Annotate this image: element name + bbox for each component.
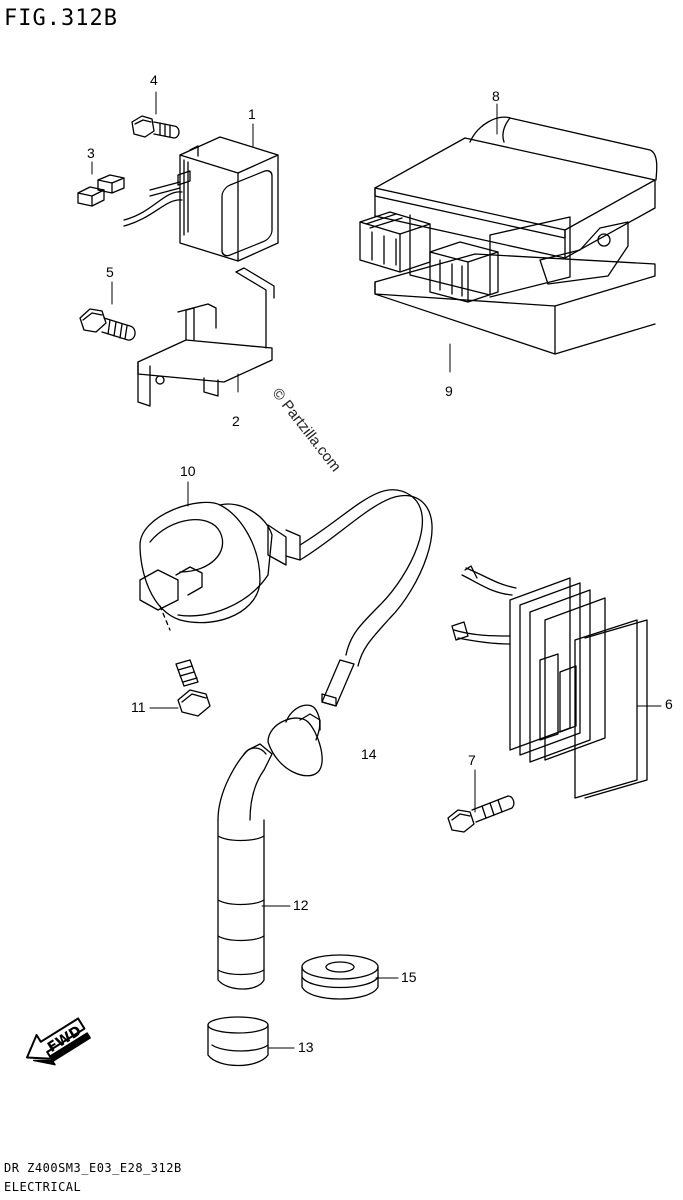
- callout-5: 5: [106, 264, 114, 280]
- bolt-5: [79, 308, 136, 341]
- callout-6: 6: [665, 696, 673, 712]
- callout-2: 2: [232, 413, 240, 429]
- fwd-arrow-icon: [26, 1017, 91, 1066]
- bolt-11: [175, 659, 211, 717]
- ignitor-unit-8: [359, 116, 658, 303]
- plug-boot: [267, 704, 323, 777]
- ignition-coil-10: [139, 501, 301, 631]
- callout-14: 14: [361, 746, 377, 762]
- seal-15: [301, 954, 379, 1000]
- regulator-rectifier-6: [451, 565, 648, 799]
- high-tension-cord-14: [299, 489, 433, 707]
- relay-bracket-2: [137, 267, 275, 407]
- callout-9: 9: [445, 383, 453, 399]
- callout-12: 12: [293, 897, 309, 913]
- callout-10: 10: [180, 463, 196, 479]
- callout-7: 7: [468, 752, 476, 768]
- leader-lines: [91, 91, 662, 1049]
- callout-13: 13: [298, 1039, 314, 1055]
- cap-13: [207, 1016, 269, 1067]
- figure-title: FIG.312B: [4, 6, 118, 31]
- callout-8: 8: [492, 88, 500, 104]
- bolt-7: [447, 795, 515, 833]
- callout-4: 4: [150, 72, 158, 88]
- relay-1: [123, 136, 279, 262]
- callout-1: 1: [248, 106, 256, 122]
- callout-15: 15: [401, 969, 417, 985]
- footer-code: DR Z400SM3_E03_E28_312B: [4, 1161, 182, 1175]
- connector-3: [77, 174, 125, 207]
- cushion-9: [374, 253, 656, 355]
- callout-3: 3: [87, 145, 95, 161]
- footer-section: ELECTRICAL: [4, 1180, 82, 1194]
- spark-plug-cap-12: [217, 743, 273, 990]
- callout-11: 11: [131, 699, 146, 715]
- bolt-4: [131, 115, 180, 139]
